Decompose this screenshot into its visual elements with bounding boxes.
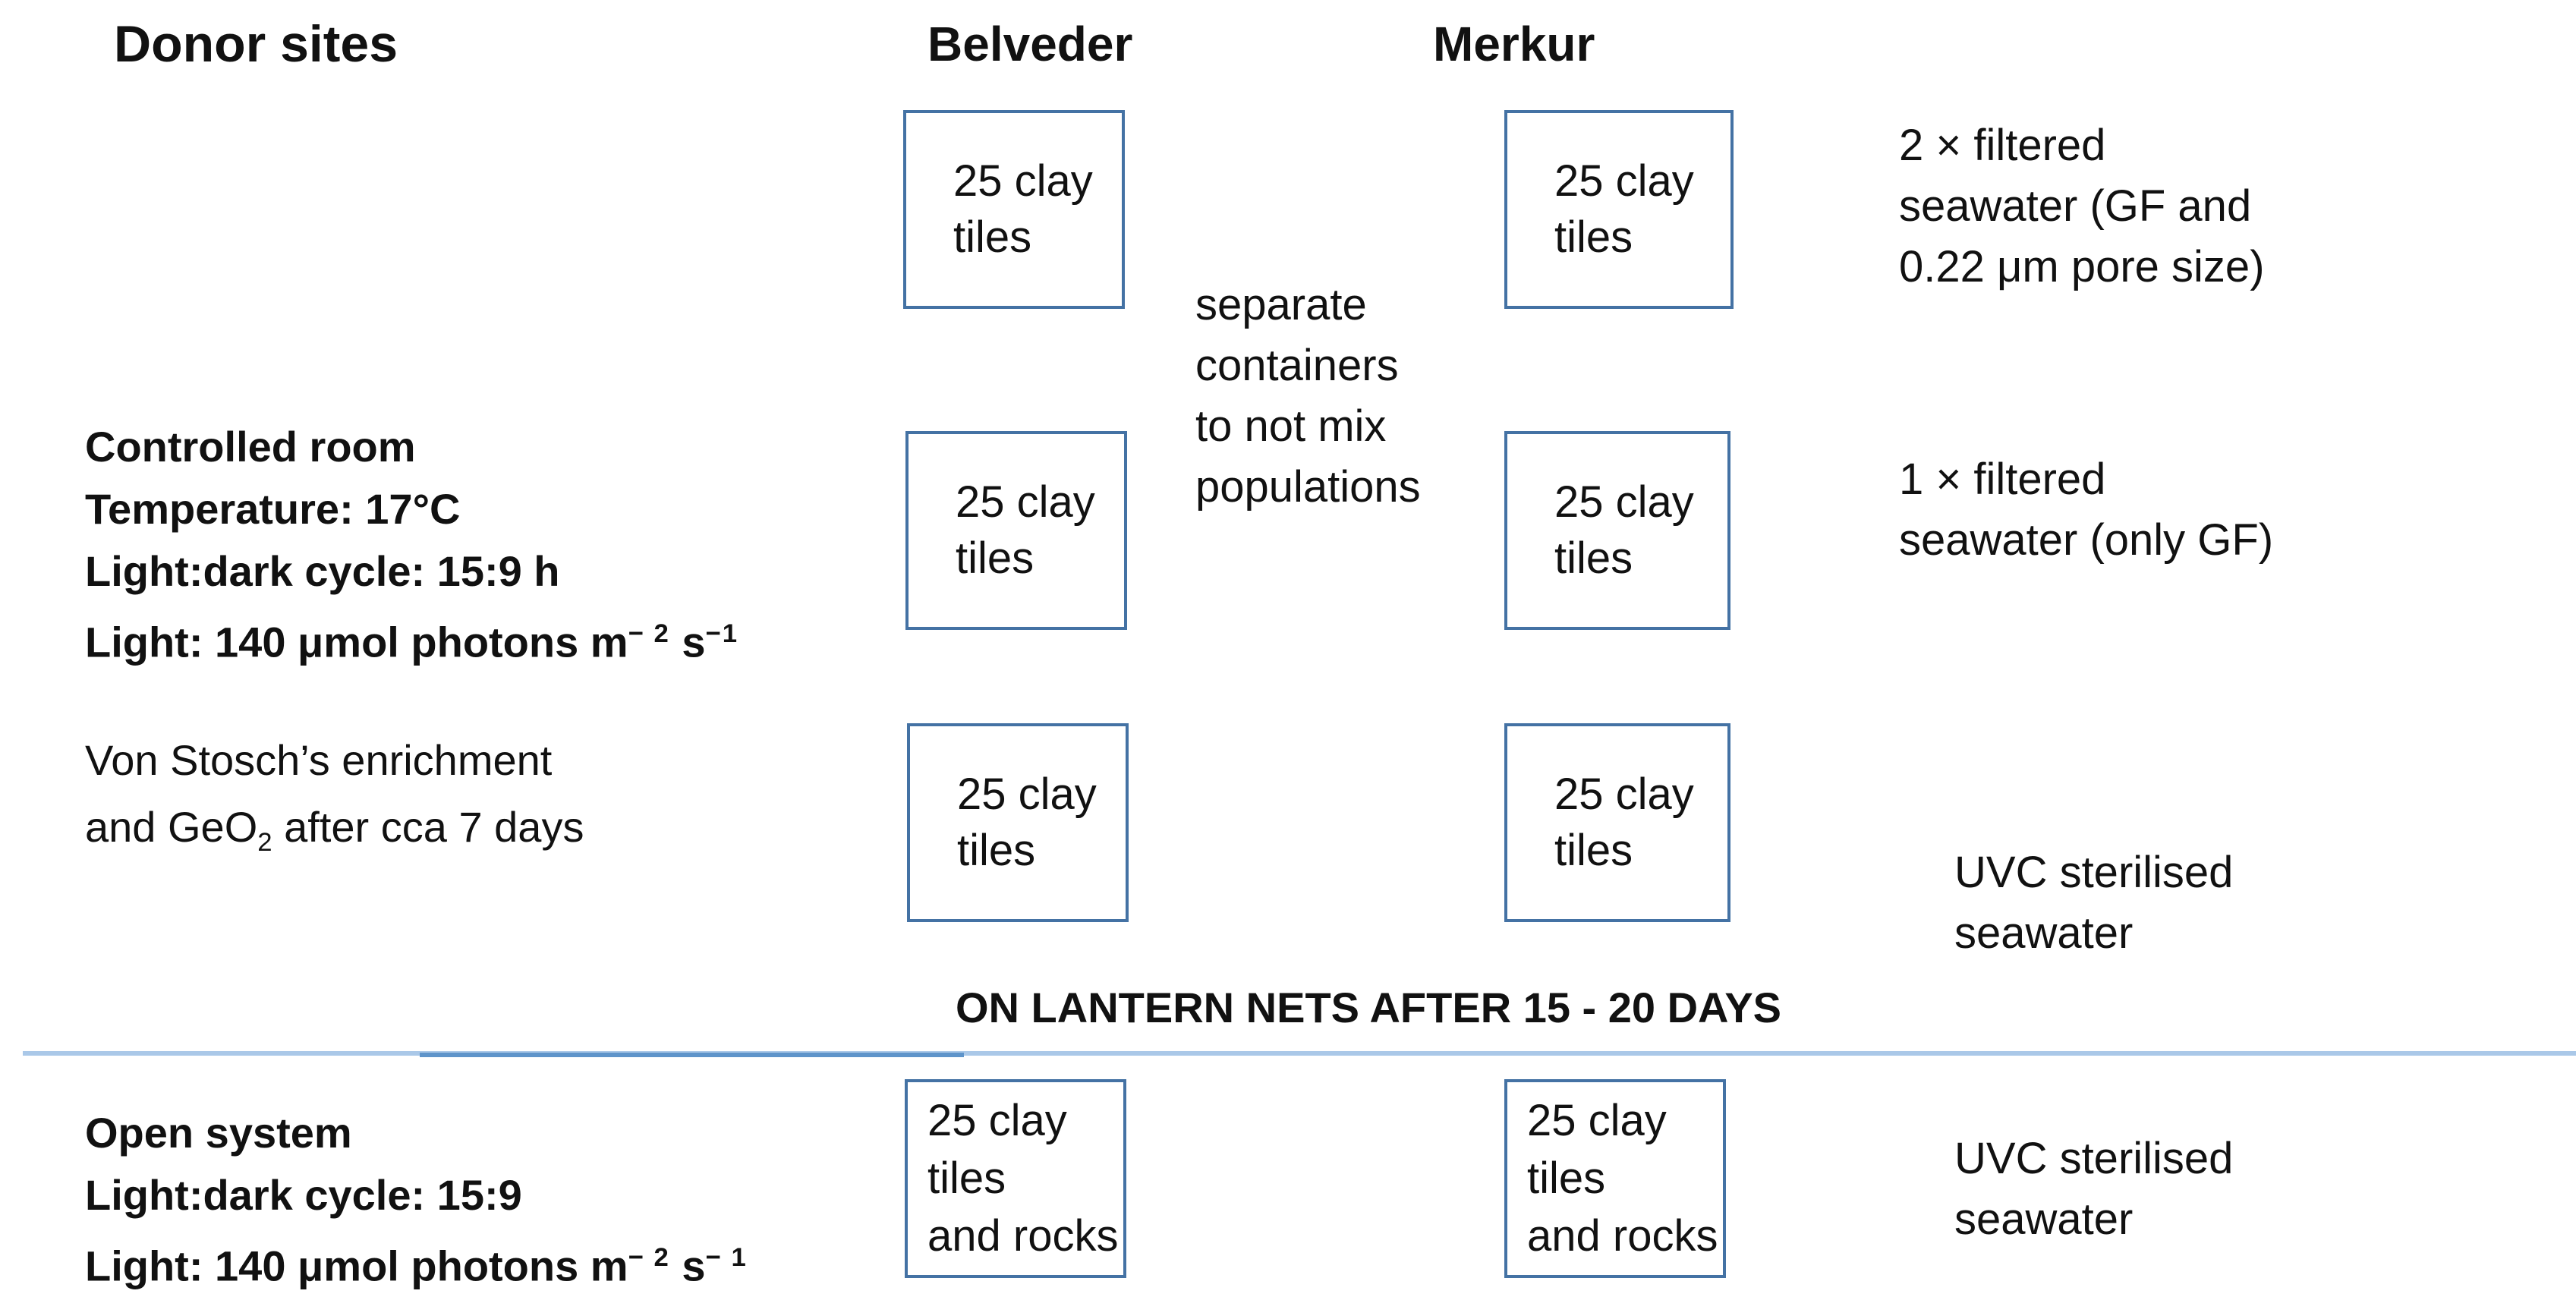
water-label-line: 0.22 μm pore size) bbox=[1899, 242, 2265, 291]
section-divider-line-dark-segment bbox=[420, 1053, 964, 1057]
uvc-sterilised-label-bottom: UVC sterilised seawater bbox=[1954, 1129, 2233, 1250]
open-light-dark-cycle-line: Light:dark cycle: 15:9 bbox=[85, 1171, 522, 1219]
tile-box-line: tiles bbox=[1554, 534, 1633, 583]
light-dark-cycle-line: Light:dark cycle: 15:9 h bbox=[85, 547, 560, 595]
superscript-minus-1: −1 bbox=[705, 619, 739, 648]
merkur-heading: Merkur bbox=[1433, 17, 1595, 71]
tile-box-line: tiles bbox=[1554, 212, 1633, 262]
note-line: populations bbox=[1195, 462, 1421, 512]
merkur-tiles-box-row2: 25 clay tiles bbox=[1504, 431, 1730, 630]
belveder-tiles-box-row1: 25 clay tiles bbox=[903, 110, 1125, 309]
donor-sites-heading: Donor sites bbox=[114, 15, 398, 73]
controlled-room-text: Controlled room Temperature: 17°C Light:… bbox=[85, 416, 738, 674]
note-line: separate bbox=[1195, 280, 1367, 329]
tile-box-line: tiles bbox=[927, 1154, 1006, 1203]
superscript-minus-2: − 2 bbox=[628, 1243, 670, 1272]
von-stosch-line2: and GeO2 after cca 7 days bbox=[85, 803, 584, 858]
tile-box-line: 25 clay bbox=[1527, 1096, 1667, 1145]
tile-box-line: 25 clay bbox=[956, 477, 1095, 527]
von-stosch-text: Von Stosch’s enrichment and GeO2 after c… bbox=[85, 727, 584, 876]
lantern-nets-banner: ON LANTERN NETS AFTER 15 - 20 DAYS bbox=[956, 984, 1782, 1031]
tile-box-line: 25 clay bbox=[1554, 770, 1694, 819]
tile-box-line: tiles bbox=[957, 826, 1036, 875]
tile-box-line: tiles bbox=[1527, 1154, 1606, 1203]
water-label-line: UVC sterilised bbox=[1954, 1134, 2234, 1183]
light-intensity-line: Light: 140 μmol photons m− 2 s−1 bbox=[85, 618, 739, 666]
water-label-line: 2 × filtered bbox=[1899, 121, 2106, 170]
controlled-room-line: Controlled room bbox=[85, 423, 416, 471]
belveder-tiles-rocks-box: 25 clay tiles and rocks bbox=[905, 1079, 1126, 1278]
water-label-line: seawater bbox=[1954, 908, 2134, 958]
note-line: to not mix bbox=[1195, 401, 1387, 451]
superscript-minus-1: − 1 bbox=[705, 1243, 748, 1272]
superscript-minus-2: − 2 bbox=[628, 619, 670, 648]
tile-box-line: 25 clay bbox=[927, 1096, 1067, 1145]
merkur-tiles-box-row1: 25 clay tiles bbox=[1504, 110, 1734, 309]
water-label-line: 1 × filtered bbox=[1899, 455, 2106, 504]
belveder-tiles-box-row2: 25 clay tiles bbox=[905, 431, 1127, 630]
tile-box-line: and rocks bbox=[1527, 1211, 1718, 1261]
open-light-intensity-line: Light: 140 μmol photons m− 2 s− 1 bbox=[85, 1242, 748, 1290]
filtered-2x-label: 2 × filtered seawater (GF and 0.22 μm po… bbox=[1899, 115, 2265, 297]
water-label-line: seawater (only GF) bbox=[1899, 515, 2274, 565]
tile-box-line: 25 clay bbox=[953, 156, 1093, 206]
water-label-line: seawater (GF and bbox=[1899, 181, 2252, 231]
filtered-1x-label: 1 × filtered seawater (only GF) bbox=[1899, 449, 2273, 571]
uvc-sterilised-label-top: UVC sterilised seawater bbox=[1954, 842, 2233, 964]
separate-containers-note: separate containers to not mix populatio… bbox=[1195, 275, 1421, 518]
von-stosch-line1: Von Stosch’s enrichment bbox=[85, 736, 553, 784]
open-system-text: Open system Light:dark cycle: 15:9 Light… bbox=[85, 1102, 748, 1297]
tile-box-line: 25 clay bbox=[1554, 156, 1694, 206]
tile-box-line: and rocks bbox=[927, 1211, 1119, 1261]
water-label-line: seawater bbox=[1954, 1195, 2134, 1244]
temperature-line: Temperature: 17°C bbox=[85, 485, 461, 533]
merkur-tiles-rocks-box: 25 clay tiles and rocks bbox=[1504, 1079, 1726, 1278]
tile-box-line: tiles bbox=[1554, 826, 1633, 875]
tile-box-line: tiles bbox=[953, 212, 1032, 262]
belveder-tiles-box-row3: 25 clay tiles bbox=[907, 723, 1129, 922]
tile-box-line: 25 clay bbox=[957, 770, 1097, 819]
belveder-heading: Belveder bbox=[927, 17, 1133, 71]
merkur-tiles-box-row3: 25 clay tiles bbox=[1504, 723, 1730, 922]
subscript-2: 2 bbox=[257, 828, 272, 858]
tile-box-line: tiles bbox=[956, 534, 1034, 583]
water-label-line: UVC sterilised bbox=[1954, 848, 2234, 897]
section-divider-line bbox=[23, 1051, 2576, 1056]
tile-box-line: 25 clay bbox=[1554, 477, 1694, 527]
note-line: containers bbox=[1195, 341, 1399, 390]
open-system-line: Open system bbox=[85, 1109, 352, 1157]
